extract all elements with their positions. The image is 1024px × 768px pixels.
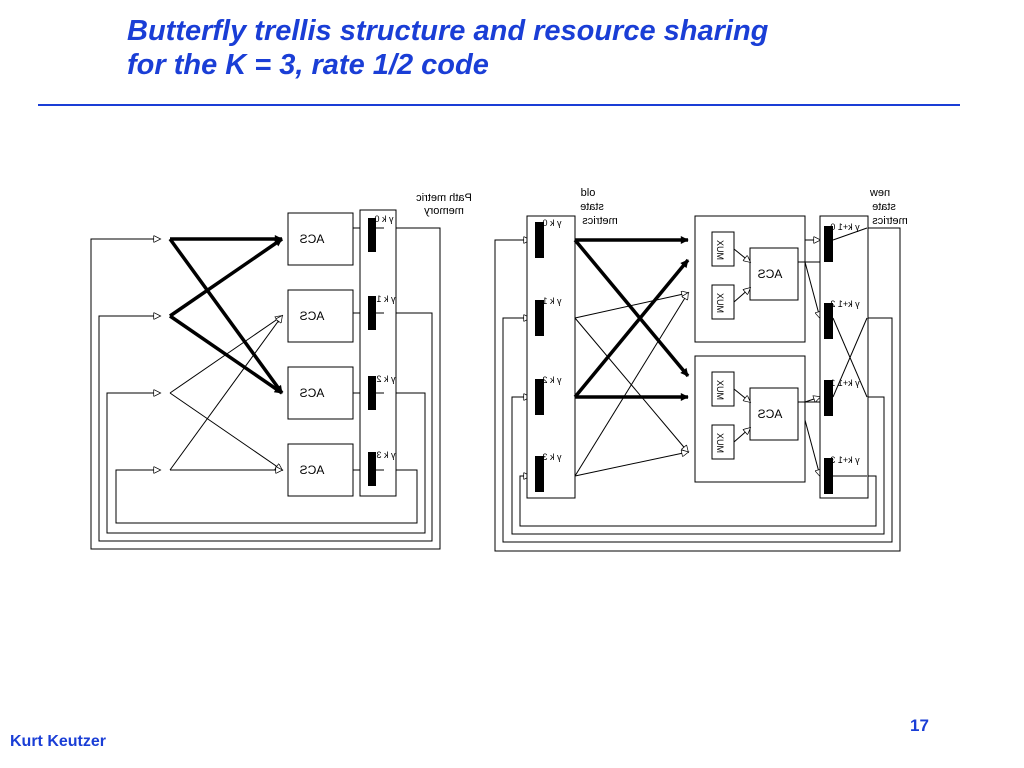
- old-state-metrics-memory: [526, 215, 576, 499]
- new-register-1: [824, 303, 833, 339]
- left-register-label-3: γ k 3: [376, 450, 395, 460]
- old-state-label-1: old: [581, 187, 596, 199]
- slide-title: Butterfly trellis structure and resource…: [127, 14, 947, 82]
- mux-top-label-2: MUX: [715, 380, 725, 400]
- old-register-2: [535, 379, 544, 415]
- new-state-label-2: state: [872, 201, 896, 213]
- new-state-label-3: metrics: [872, 215, 908, 227]
- author-name: Kurt Keutzer: [10, 733, 107, 750]
- left-register-3: [368, 452, 376, 486]
- left-thin-butterfly: [169, 316, 282, 470]
- new-state-metrics-memory: [819, 215, 869, 499]
- left-acs-box-3: [287, 443, 354, 497]
- old-state-label-2: state: [580, 201, 604, 213]
- shared-acs-box-2: [749, 387, 799, 441]
- left-acs-box-0: [287, 212, 354, 266]
- left-register-0: [368, 218, 376, 252]
- new-register-label-3: γ k+1 3: [830, 455, 859, 465]
- shared-acs-label-2: ACS: [758, 407, 783, 421]
- path-metric-memory-label-1: Path metric: [416, 192, 472, 204]
- new-register-0: [824, 226, 833, 262]
- new-register-cross: [832, 227, 868, 477]
- left-acs-label-2: ACS: [300, 386, 325, 400]
- right-diagram: γ k 0 γ k 1 γ k 2 γ k 3 old state metric…: [494, 187, 908, 552]
- mux-bottom-label-2: MUX: [715, 433, 725, 453]
- right-thin-butterfly: [574, 293, 688, 477]
- old-register-label-2: γ k 2: [542, 375, 561, 385]
- new-register-2: [824, 380, 833, 416]
- new-register-label-0: γ k+1 0: [830, 222, 859, 232]
- old-register-label-0: γ k 0: [542, 218, 561, 228]
- left-feedback-lines: [90, 227, 441, 550]
- old-register-1: [535, 300, 544, 336]
- title-divider: [38, 104, 960, 106]
- new-state-label-1: new: [870, 187, 890, 199]
- left-register-label-2: γ k 2: [376, 374, 395, 384]
- left-register-label-1: γ k 1: [376, 294, 395, 304]
- old-register-label-3: γ k 3: [542, 452, 561, 462]
- new-register-3: [824, 458, 833, 494]
- right-thick-butterfly: [573, 236, 690, 401]
- left-register-1: [368, 296, 376, 330]
- left-acs-label-0: ACS: [300, 232, 325, 246]
- left-acs-outputs: [353, 227, 360, 471]
- mux-bottom-label-1: MUX: [715, 293, 725, 313]
- old-register-0: [535, 222, 544, 258]
- acs-output-routing: [804, 240, 820, 476]
- left-acs-box-1: [287, 289, 354, 343]
- title-line-1: Butterfly trellis structure and resource…: [127, 15, 769, 47]
- right-feedback-lines: [494, 227, 901, 552]
- left-register-label-0: γ k 0: [374, 214, 393, 224]
- left-acs-box-2: [287, 366, 354, 420]
- shared-acs-label-1: ACS: [758, 267, 783, 281]
- shared-acs-box-1: [749, 247, 799, 301]
- path-metric-memory-label-2: memory: [424, 205, 464, 217]
- left-acs-label-1: ACS: [300, 309, 325, 323]
- new-register-label-2: γ k+1 1: [830, 378, 859, 388]
- left-path-metric-memory: [359, 209, 397, 497]
- left-acs-label-3: ACS: [300, 463, 325, 477]
- old-register-3: [535, 456, 544, 492]
- title-line-2: for the K = 3, rate 1/2 code: [127, 49, 489, 81]
- old-state-label-3: metrics: [582, 215, 618, 227]
- page-number: 17: [910, 716, 929, 735]
- mux-top-label-1: MUX: [715, 240, 725, 260]
- old-register-label-1: γ k 1: [542, 296, 561, 306]
- left-thick-butterfly: [168, 235, 284, 395]
- new-register-label-1: γ k+1 2: [830, 299, 859, 309]
- left-diagram: ACS ACS ACS ACS γ k 0 γ k 1 γ k 2 γ k 3 …: [90, 192, 472, 550]
- left-register-2: [368, 376, 376, 410]
